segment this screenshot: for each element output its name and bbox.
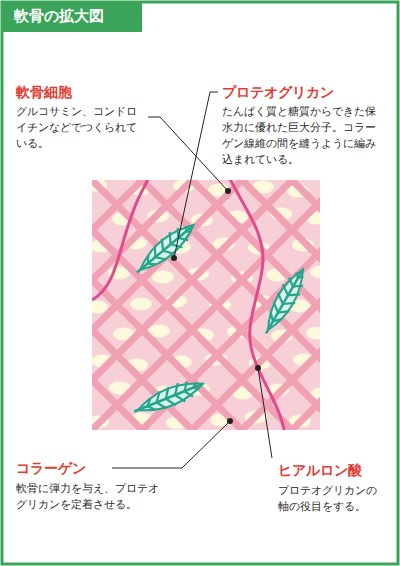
title-tab — [2, 2, 142, 32]
hyaluronic-acid — [92, 180, 152, 300]
fiber — [92, 180, 320, 430]
callout-body: 軟骨に弾力を与え、プロテオグリカンを定着させる。 — [16, 481, 166, 513]
fiber — [192, 180, 320, 430]
callout-heading: プロテオグリカン — [222, 84, 334, 101]
callout-heading: ヒアルロン酸 — [278, 462, 362, 479]
proteoglycan — [131, 217, 201, 280]
proteoglycan — [131, 375, 207, 421]
callout-heading: 軟骨細胞 — [16, 84, 72, 101]
leader-dots — [171, 188, 261, 424]
callout-body: グルコサミン、コンドロイチンなどでつくられている。 — [16, 104, 144, 152]
collagen-fibers — [92, 180, 320, 430]
callout-body: たんぱく質と糖質からできた保水力に優れた巨大分子。コラーゲン線維の間を縫うように… — [222, 104, 384, 168]
fiber — [192, 180, 320, 430]
proteoglycan — [257, 264, 311, 338]
fiber — [292, 180, 320, 430]
fiber — [92, 180, 320, 430]
cartilage-cell — [152, 271, 174, 284]
title: 軟骨の拡大図 — [14, 9, 104, 24]
callout-body: プロテオグリカンの軸の役目をする。 — [278, 483, 386, 515]
cartilage-cell — [306, 327, 320, 340]
fiber — [292, 180, 320, 430]
cartilage-cell — [130, 298, 152, 311]
cartilage-cell — [310, 266, 320, 279]
callout-heading: コラーゲン — [16, 460, 86, 477]
